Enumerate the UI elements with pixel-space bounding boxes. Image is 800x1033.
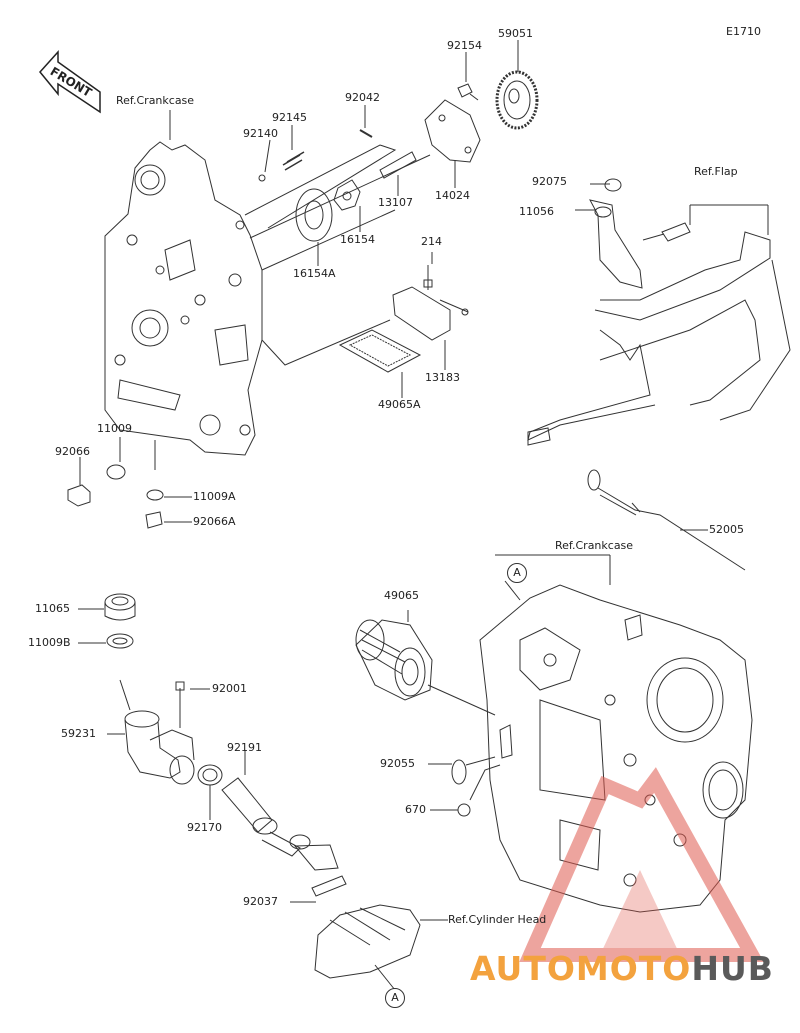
part-label: 92191 (227, 741, 262, 754)
crankcase-cover-drawing (104, 141, 263, 456)
pump-cover-icon (424, 99, 481, 163)
ref-flap: Ref.Flap (694, 165, 738, 178)
part-label: 16154 (340, 233, 375, 246)
part-label: 59231 (61, 727, 96, 740)
part-label: 92042 (345, 91, 380, 104)
connector-mark-a-bottom: A (385, 988, 405, 1008)
part-label: 92066 (55, 445, 90, 458)
connector-mark-a-top: A (507, 563, 527, 583)
drain-plug-icon (67, 484, 91, 507)
front-arrow-icon (39, 50, 101, 114)
watermark-text: AUTOMOTOHUB (470, 951, 774, 987)
oil-pump-gear-icon (495, 70, 539, 130)
part-label: 92145 (272, 111, 307, 124)
ref-crankcase-top: Ref.Crankcase (116, 94, 195, 107)
part-label: 92140 (243, 127, 278, 140)
drain-plug-small-icon (145, 511, 163, 529)
flap-assembly-drawing (527, 178, 791, 446)
part-label: 92037 (243, 895, 278, 908)
ref-crankcase-bottom: Ref.Crankcase (555, 539, 634, 552)
cylinder-head-cover-icon (314, 904, 421, 979)
lower-crankcase-drawing (479, 584, 753, 913)
part-label: 59051 (498, 27, 533, 40)
part-label: 49065 (384, 589, 419, 602)
part-label: 52005 (709, 523, 744, 536)
part-label: 11009A (193, 490, 236, 503)
part-label: 92170 (187, 821, 222, 834)
oil-pump-rotor-icon (295, 188, 333, 242)
oil-screen-icon (338, 329, 422, 373)
part-label: 11056 (519, 205, 554, 218)
watermark-part1: AUTOMOTO (470, 949, 692, 988)
diagram-code: E1710 (726, 25, 761, 38)
part-label: 214 (421, 235, 442, 248)
part-label: 11009 (97, 422, 132, 435)
breather-hose-icon (221, 777, 339, 871)
filler-neck-icon (124, 710, 195, 785)
part-label: 14024 (435, 189, 470, 202)
watermark-logo-icon (519, 767, 764, 962)
part-label: 92066A (193, 515, 236, 528)
part-label: 11009B (28, 636, 71, 649)
part-label: 13107 (378, 196, 413, 209)
inner-rotor-icon (333, 179, 361, 211)
ref-cylinder-head: Ref.Cylinder Head (448, 913, 547, 926)
filler-cap-icon (104, 593, 136, 621)
part-label: 92001 (212, 682, 247, 695)
part-label: 670 (405, 803, 426, 816)
part-label: 92055 (380, 757, 415, 770)
part-label: 49065A (378, 398, 421, 411)
part-label: 92154 (447, 39, 482, 52)
part-label: 16154A (293, 267, 336, 280)
part-label: 13183 (425, 371, 460, 384)
part-label: 11065 (35, 602, 70, 615)
watermark-part2: HUB (691, 949, 774, 988)
dipstick-icon (587, 469, 746, 571)
part-label: 92075 (532, 175, 567, 188)
oil-filter-icon (355, 619, 433, 701)
